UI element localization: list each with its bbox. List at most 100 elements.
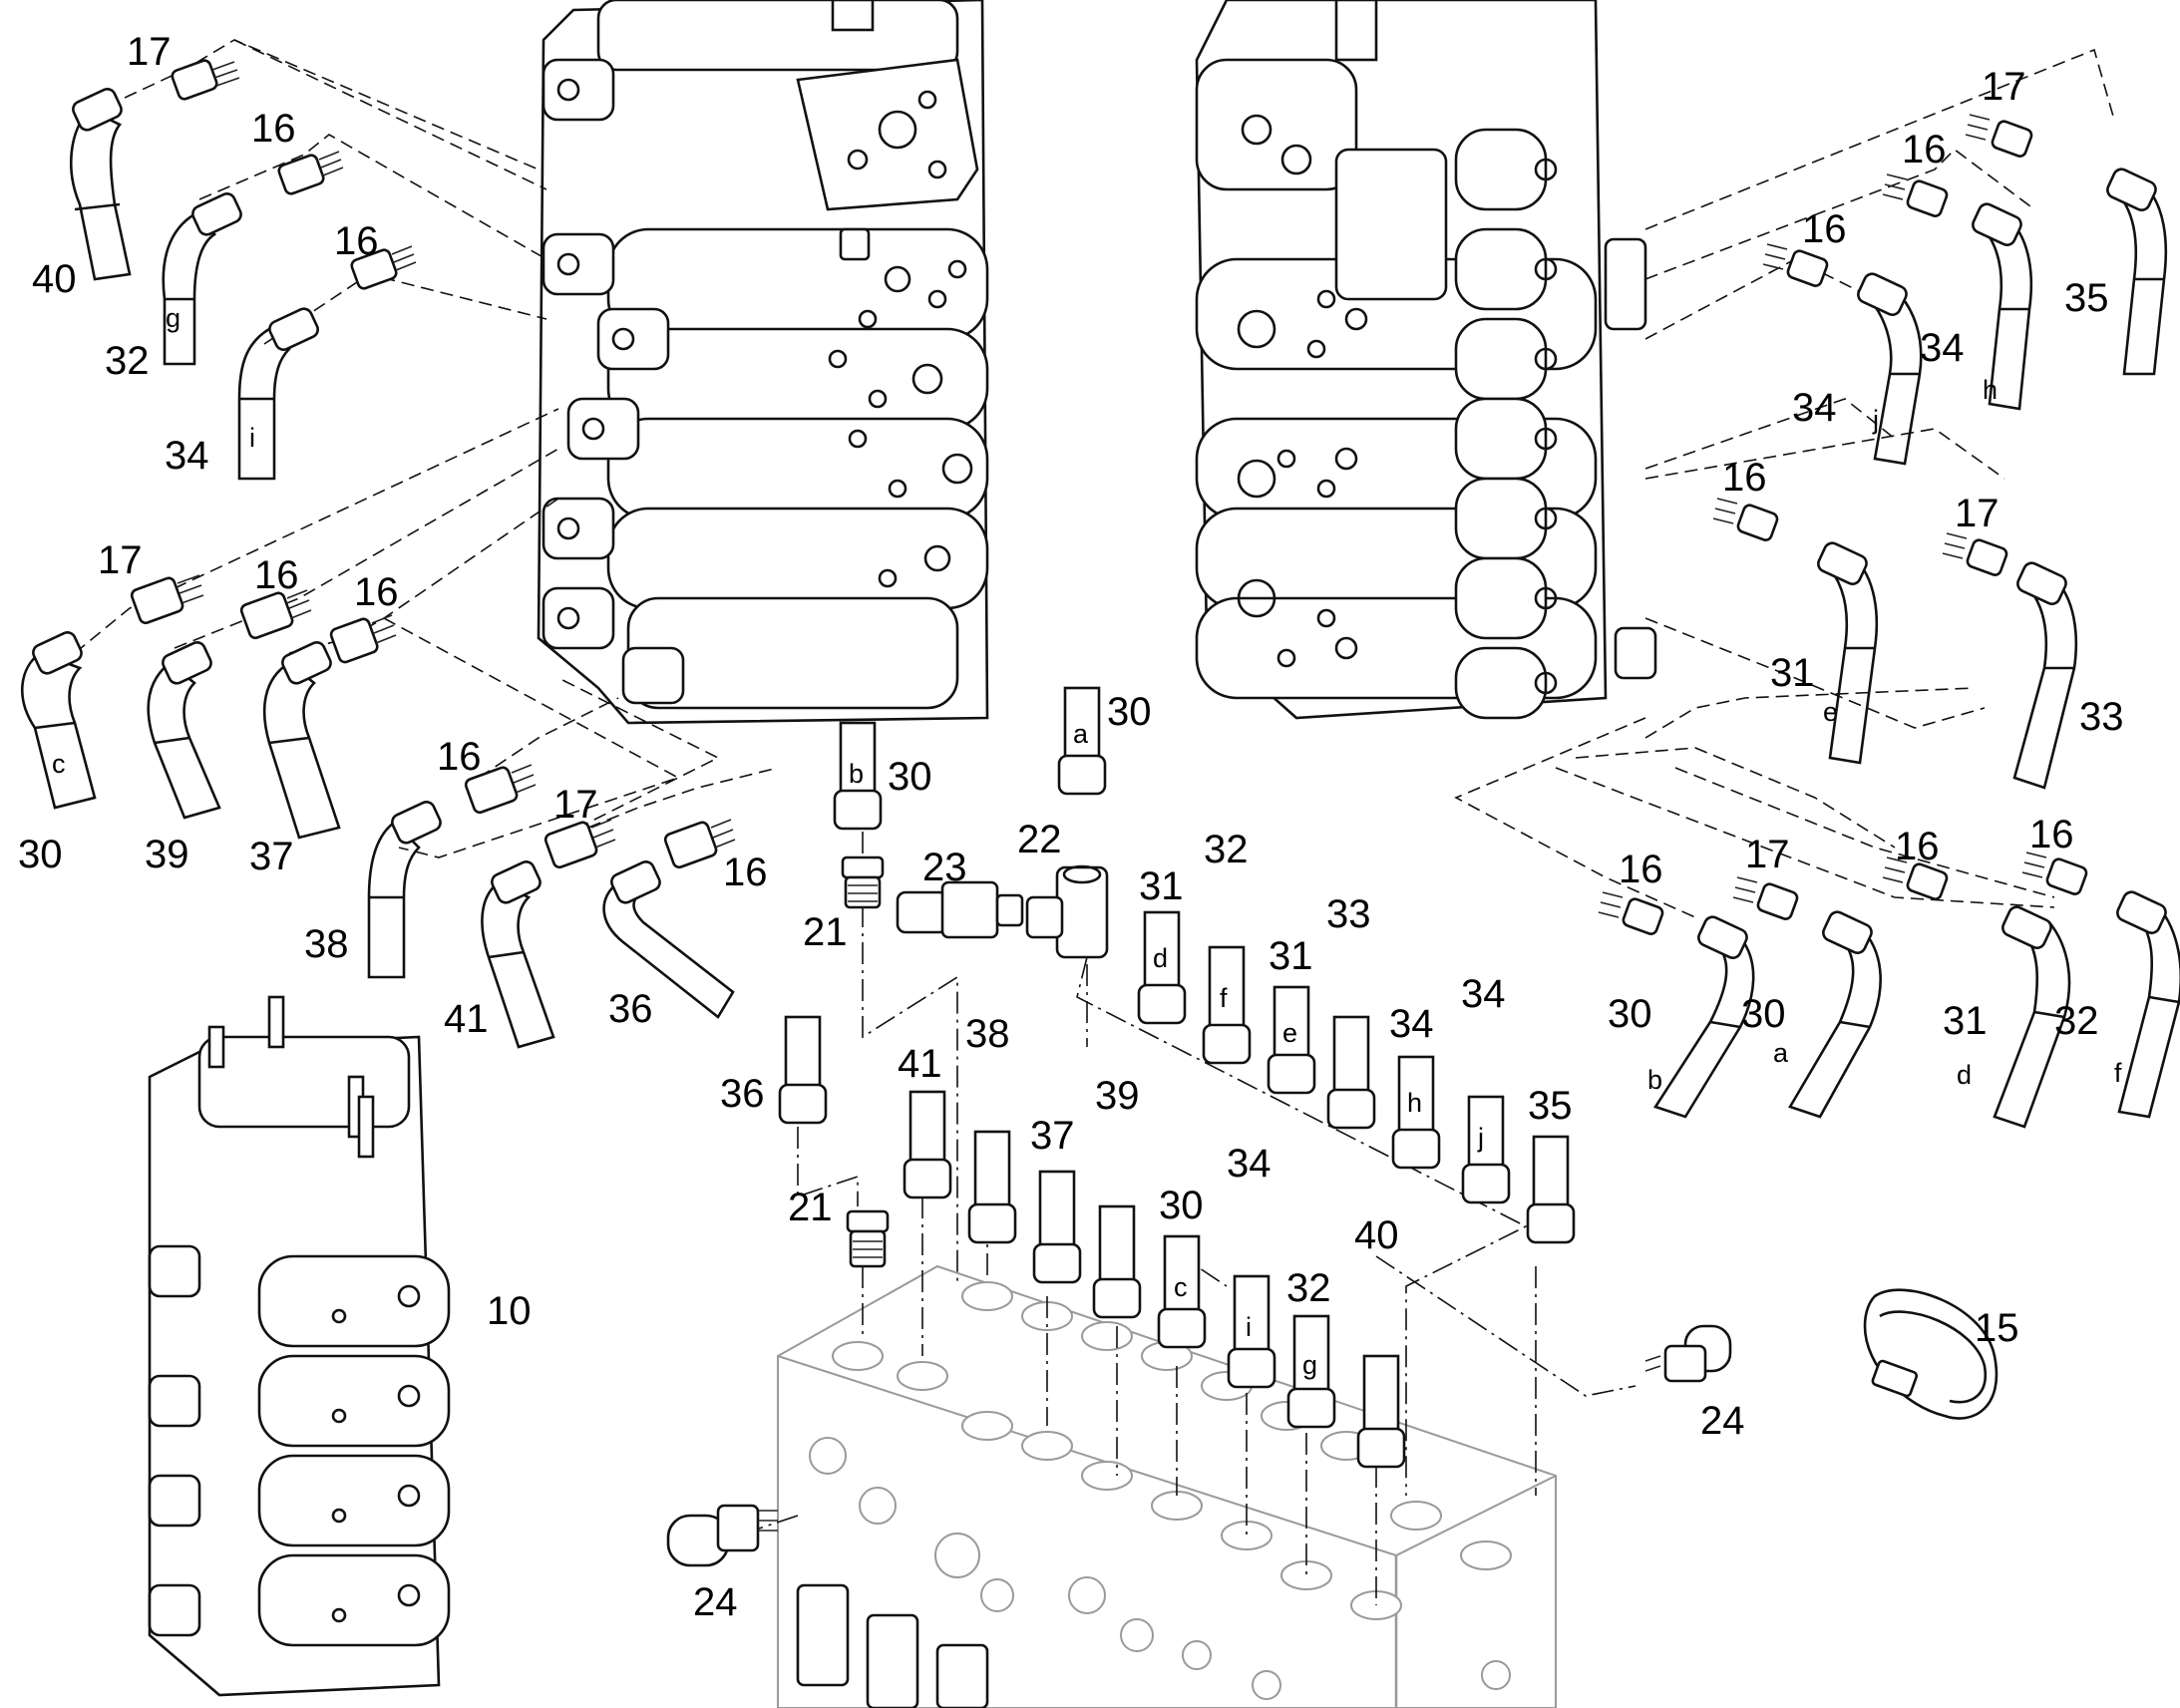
callout-37: 37 bbox=[249, 835, 294, 878]
callout-32: 32 bbox=[105, 339, 150, 383]
fitting-16-f bbox=[663, 819, 736, 869]
callout-16: 16 bbox=[723, 851, 768, 894]
fitting-17-lower-right bbox=[1732, 876, 1799, 920]
tube-38 bbox=[967, 1130, 1017, 1244]
fitting-16-h bbox=[1762, 243, 1829, 287]
fitting-16-e bbox=[464, 764, 537, 815]
hose-tags: g i c h j e b a d f a b d f e h j c i g bbox=[52, 303, 2122, 1380]
callout-17: 17 bbox=[98, 538, 143, 582]
valve-assembly-10 bbox=[148, 995, 451, 1697]
hose-33 bbox=[2012, 561, 2078, 790]
valve-body-upper-right bbox=[1195, 0, 1657, 720]
callout-36: 36 bbox=[608, 987, 653, 1031]
callout-31: 31 bbox=[1139, 864, 1184, 908]
fitting-17-mid-right bbox=[1942, 532, 2008, 576]
callout-39: 39 bbox=[145, 833, 189, 876]
callout-30: 30 bbox=[18, 833, 63, 876]
tube-34-j bbox=[1461, 1095, 1511, 1204]
callout-33: 33 bbox=[1326, 892, 1371, 936]
fitting-17-top-left bbox=[171, 59, 240, 101]
callout-30: 30 bbox=[1608, 992, 1652, 1036]
fitting-24-left bbox=[666, 1504, 778, 1567]
callout-31: 31 bbox=[1269, 934, 1313, 978]
tube-30-a bbox=[1057, 686, 1107, 796]
hose-34-i bbox=[237, 307, 319, 481]
callout-16: 16 bbox=[1619, 848, 1663, 891]
tag-a-center: a bbox=[1073, 719, 1089, 749]
tag-g-center: g bbox=[1302, 1350, 1317, 1380]
hose-37 bbox=[262, 641, 341, 840]
callout-34: 34 bbox=[1227, 1142, 1272, 1186]
hose-31-e bbox=[1817, 541, 1879, 765]
callout-22: 22 bbox=[1017, 818, 1062, 861]
tube-34-i bbox=[1227, 1274, 1276, 1389]
tube-32-g bbox=[1286, 1314, 1336, 1429]
callout-32: 32 bbox=[2054, 999, 2099, 1043]
tag-f-center: f bbox=[1220, 983, 1228, 1013]
hose-32-f bbox=[2116, 890, 2180, 1119]
tube-32-f bbox=[1202, 945, 1252, 1065]
callout-16: 16 bbox=[334, 219, 379, 263]
tag-e-right: e bbox=[1823, 697, 1838, 727]
leader-lines bbox=[74, 39, 2115, 1605]
tag-b-center: b bbox=[849, 759, 864, 789]
callout-40: 40 bbox=[32, 257, 77, 301]
callout-37: 37 bbox=[1030, 1114, 1075, 1158]
hose-30-b bbox=[1652, 915, 1755, 1119]
tube-41 bbox=[903, 1090, 952, 1199]
callout-41: 41 bbox=[444, 997, 489, 1041]
callout-16: 16 bbox=[1895, 825, 1940, 868]
callout-35: 35 bbox=[1528, 1084, 1573, 1128]
hose-40 bbox=[70, 88, 132, 281]
hose-38 bbox=[367, 801, 442, 979]
callout-30: 30 bbox=[1107, 690, 1152, 734]
tag-a-right: a bbox=[1773, 1038, 1789, 1068]
fitting-16-j bbox=[1598, 891, 1664, 935]
tee-22 bbox=[1025, 864, 1109, 959]
callout-41: 41 bbox=[898, 1042, 942, 1086]
sensor-23 bbox=[896, 880, 1024, 939]
fitting-16-l bbox=[2021, 852, 2088, 895]
fitting-16-i bbox=[1712, 498, 1779, 541]
callout-24: 24 bbox=[1700, 1399, 1745, 1443]
tube-36 bbox=[778, 1015, 828, 1125]
clamp-15 bbox=[1863, 1288, 1998, 1420]
tag-c-center: c bbox=[1174, 1272, 1188, 1302]
callout-32: 32 bbox=[1286, 1266, 1331, 1310]
tag-b-right: b bbox=[1647, 1065, 1662, 1095]
tube-34-h bbox=[1391, 1055, 1441, 1170]
tube-37 bbox=[1032, 1170, 1082, 1284]
tube-35 bbox=[1526, 1135, 1576, 1244]
tag-c-left: c bbox=[52, 749, 66, 779]
fitting-21-upper bbox=[841, 855, 885, 909]
callout-17: 17 bbox=[1982, 65, 2026, 109]
callout-34: 34 bbox=[1920, 326, 1965, 370]
callout-15: 15 bbox=[1975, 1306, 2019, 1350]
callout-40: 40 bbox=[1354, 1213, 1399, 1257]
callout-16: 16 bbox=[2029, 813, 2074, 856]
callouts: 17 16 16 40 32 34 17 16 16 30 39 37 16 1… bbox=[18, 30, 2124, 1624]
callout-32: 32 bbox=[1204, 828, 1249, 871]
tag-i-left: i bbox=[249, 423, 255, 453]
callout-16: 16 bbox=[1722, 456, 1767, 500]
tag-d-right: d bbox=[1957, 1060, 1972, 1090]
callout-30: 30 bbox=[1741, 992, 1786, 1036]
hose-34-j bbox=[1857, 272, 1923, 466]
callout-31: 31 bbox=[1943, 999, 1988, 1043]
tag-h-center: h bbox=[1407, 1088, 1422, 1118]
callout-16: 16 bbox=[437, 735, 482, 779]
tag-f-right: f bbox=[2114, 1058, 2122, 1088]
fitting-17-mid-left bbox=[130, 574, 204, 625]
fitting-17-lower-left bbox=[544, 819, 616, 869]
callout-16: 16 bbox=[251, 107, 296, 151]
callout-30: 30 bbox=[888, 755, 932, 799]
fitting-21-lower bbox=[846, 1209, 890, 1268]
tag-h-right: h bbox=[1983, 375, 1998, 405]
tag-g-left: g bbox=[166, 303, 181, 333]
tube-31-e bbox=[1267, 985, 1316, 1095]
hose-32-g bbox=[162, 192, 242, 366]
hose-35 bbox=[2106, 168, 2168, 376]
callout-21: 21 bbox=[803, 910, 848, 954]
callout-38: 38 bbox=[965, 1012, 1010, 1056]
fitting-16-k bbox=[1882, 856, 1949, 900]
